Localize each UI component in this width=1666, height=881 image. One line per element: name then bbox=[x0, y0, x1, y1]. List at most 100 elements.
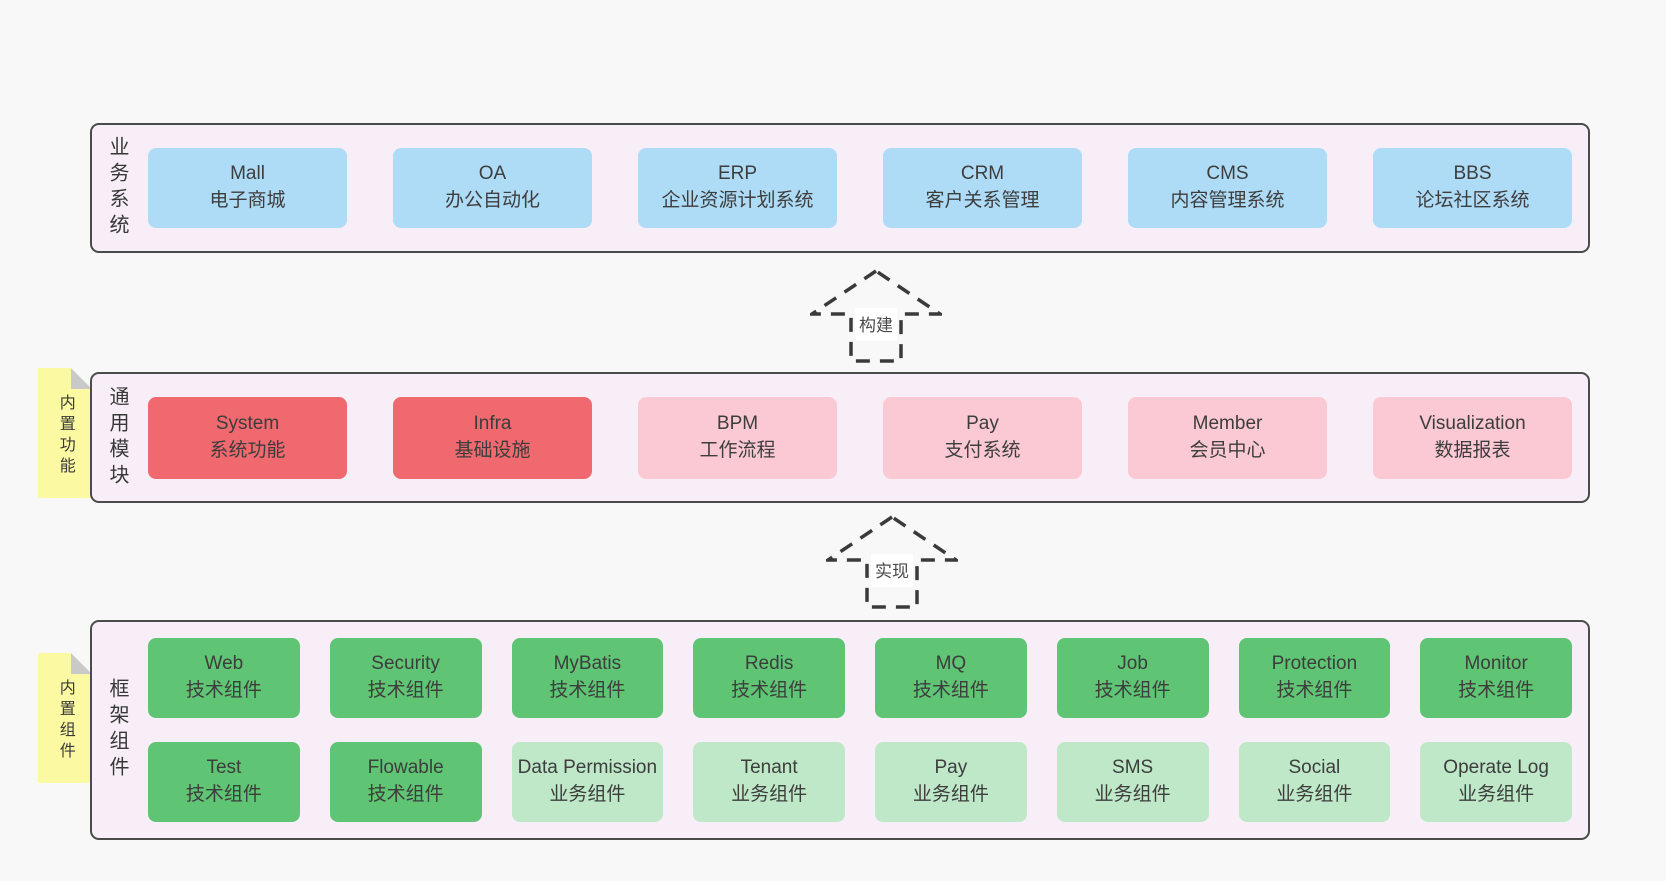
arrow-label: 构建 bbox=[855, 308, 897, 342]
box-title: Flowable bbox=[367, 757, 444, 779]
box-subtitle: 系统功能 bbox=[209, 439, 286, 461]
box-subtitle: 办公自动化 bbox=[444, 190, 540, 211]
box-erp: ERP 企业资源计划系统 bbox=[638, 148, 837, 228]
box-tenant: Tenant 业务组件 bbox=[693, 742, 845, 822]
box-mall: Mall 电子商城 bbox=[148, 148, 347, 228]
box-title: Monitor bbox=[1464, 653, 1528, 675]
box-subtitle: 技术组件 bbox=[549, 680, 626, 701]
box-subtitle: 技术组件 bbox=[185, 784, 262, 805]
box-title: Security bbox=[371, 653, 440, 675]
box-subtitle: 客户关系管理 bbox=[925, 190, 1040, 211]
band-framework-components: 框架组件 Web 技术组件 Security 技术组件 MyBatis 技术组件… bbox=[90, 620, 1590, 840]
box-title: SMS bbox=[1112, 757, 1154, 779]
box-title: System bbox=[215, 412, 280, 434]
box-monitor: Monitor 技术组件 bbox=[1420, 638, 1572, 718]
box-subtitle: 技术组件 bbox=[185, 680, 262, 701]
box-subtitle: 基础设施 bbox=[454, 439, 531, 461]
box-title: Job bbox=[1117, 653, 1148, 675]
band-label: 框架组件 bbox=[106, 678, 128, 782]
box-bbs: BBS 论坛社区系统 bbox=[1373, 148, 1572, 228]
band-business-systems: 业务系统 Mall 电子商城 OA 办公自动化 ERP 企业资源计划系统 CRM… bbox=[90, 123, 1590, 253]
box-system: System 系统功能 bbox=[148, 396, 347, 479]
box-title: Web bbox=[204, 653, 244, 675]
box-title: Pay bbox=[966, 412, 999, 434]
box-title: ERP bbox=[717, 163, 758, 185]
dashed-up-arrow-icon bbox=[826, 514, 958, 609]
box-subtitle: 业务组件 bbox=[549, 784, 626, 805]
box-subtitle: 业务组件 bbox=[1094, 784, 1171, 805]
box-social: Social 业务组件 bbox=[1238, 742, 1391, 822]
box-subtitle: 会员中心 bbox=[1189, 439, 1266, 461]
box-job: Job 技术组件 bbox=[1056, 638, 1209, 718]
box-infra: Infra 基础设施 bbox=[393, 396, 592, 479]
band-content: Web 技术组件 Security 技术组件 MyBatis 技术组件 Redi… bbox=[128, 622, 1588, 838]
box-oa: OA 办公自动化 bbox=[393, 148, 592, 228]
box-pay-component: Pay 业务组件 bbox=[875, 742, 1027, 822]
box-title: BBS bbox=[1453, 163, 1492, 185]
sticky-note-builtin-functions: 内置功能 bbox=[38, 368, 92, 498]
framework-row-1: Web 技术组件 Security 技术组件 MyBatis 技术组件 Redi… bbox=[148, 638, 1572, 718]
box-subtitle: 企业资源计划系统 bbox=[661, 190, 814, 211]
band-content: Mall 电子商城 OA 办公自动化 ERP 企业资源计划系统 CRM 客户关系… bbox=[128, 125, 1588, 251]
box-subtitle: 支付系统 bbox=[944, 439, 1021, 461]
box-subtitle: 工作流程 bbox=[699, 439, 776, 461]
box-data-permission: Data Permission 业务组件 bbox=[511, 742, 664, 822]
box-subtitle: 技术组件 bbox=[731, 680, 808, 701]
box-sms: SMS 业务组件 bbox=[1056, 742, 1209, 822]
box-title: BPM bbox=[716, 412, 759, 434]
arrow-build: 构建 bbox=[810, 268, 942, 364]
box-title: Data Permission bbox=[517, 757, 658, 779]
box-test: Test 技术组件 bbox=[148, 742, 300, 822]
box-subtitle: 技术组件 bbox=[367, 680, 444, 701]
box-title: Test bbox=[206, 757, 242, 779]
dashed-up-arrow-icon bbox=[810, 268, 942, 363]
box-visualization: Visualization 数据报表 bbox=[1373, 396, 1572, 479]
arrow-label: 实现 bbox=[871, 554, 913, 588]
box-subtitle: 业务组件 bbox=[1276, 784, 1353, 805]
box-mybatis: MyBatis 技术组件 bbox=[511, 638, 664, 718]
sticky-note-text: 内置功能 bbox=[56, 394, 74, 478]
box-subtitle: 业务组件 bbox=[912, 784, 989, 805]
box-subtitle: 数据报表 bbox=[1434, 439, 1511, 461]
box-subtitle: 电子商城 bbox=[209, 190, 286, 211]
box-pay-system: Pay 支付系统 bbox=[883, 396, 1082, 479]
band-label: 业务系统 bbox=[106, 136, 128, 240]
box-subtitle: 论坛社区系统 bbox=[1415, 190, 1530, 211]
box-subtitle: 技术组件 bbox=[1276, 680, 1353, 701]
box-web: Web 技术组件 bbox=[148, 638, 300, 718]
box-subtitle: 技术组件 bbox=[1458, 680, 1535, 701]
box-subtitle: 技术组件 bbox=[1094, 680, 1171, 701]
box-redis: Redis 技术组件 bbox=[693, 638, 845, 718]
box-flowable: Flowable 技术组件 bbox=[329, 742, 482, 822]
box-bpm: BPM 工作流程 bbox=[638, 396, 837, 479]
box-crm: CRM 客户关系管理 bbox=[883, 148, 1082, 228]
box-title: Social bbox=[1288, 757, 1341, 779]
box-title: MQ bbox=[935, 653, 967, 675]
box-title: Operate Log bbox=[1443, 757, 1549, 779]
box-title: OA bbox=[478, 163, 507, 185]
box-subtitle: 内容管理系统 bbox=[1170, 190, 1285, 211]
box-member: Member 会员中心 bbox=[1128, 396, 1327, 479]
box-security: Security 技术组件 bbox=[329, 638, 482, 718]
folded-corner-icon bbox=[71, 653, 92, 674]
sticky-note-text: 内置组件 bbox=[56, 679, 74, 763]
box-title: MyBatis bbox=[553, 653, 622, 675]
box-cms: CMS 内容管理系统 bbox=[1128, 148, 1327, 228]
box-title: Redis bbox=[744, 653, 794, 675]
folded-corner-icon bbox=[71, 368, 92, 389]
band-label: 通用模块 bbox=[106, 385, 128, 490]
band-common-modules: 通用模块 System 系统功能 Infra 基础设施 BPM 工作流程 Pay… bbox=[90, 372, 1590, 503]
box-subtitle: 业务组件 bbox=[731, 784, 808, 805]
box-title: Infra bbox=[473, 412, 512, 434]
box-title: Visualization bbox=[1419, 412, 1526, 434]
arrow-implement: 实现 bbox=[826, 514, 958, 610]
box-title: Member bbox=[1192, 412, 1263, 434]
box-operate-log: Operate Log 业务组件 bbox=[1420, 742, 1572, 822]
sticky-note-builtin-components: 内置组件 bbox=[38, 653, 92, 783]
box-title: Pay bbox=[934, 757, 968, 779]
box-title: CMS bbox=[1206, 163, 1249, 185]
box-protection: Protection 技术组件 bbox=[1238, 638, 1391, 718]
framework-row-2: Test 技术组件 Flowable 技术组件 Data Permission … bbox=[148, 742, 1572, 822]
box-subtitle: 技术组件 bbox=[367, 784, 444, 805]
